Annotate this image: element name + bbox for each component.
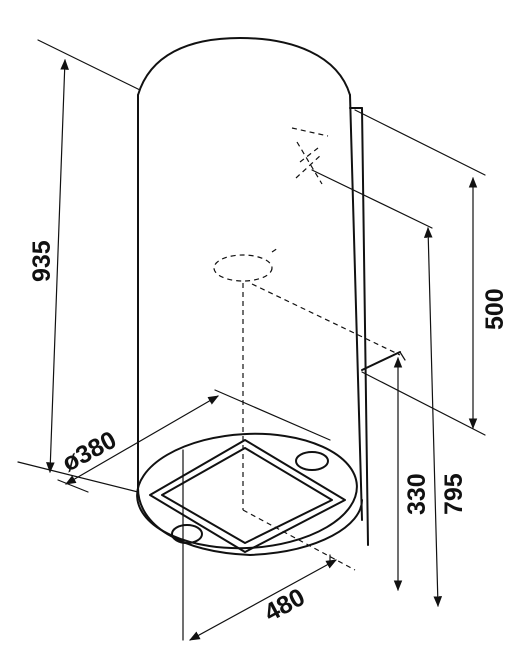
dim-line-795 bbox=[423, 226, 443, 608]
dim-label-500: 500 bbox=[481, 288, 509, 330]
dim-label-480: 480 bbox=[260, 583, 310, 627]
extension-lines bbox=[17, 39, 486, 641]
dim-line-935 bbox=[46, 58, 69, 474]
wall-bracket bbox=[349, 107, 401, 546]
cylinder-body bbox=[137, 37, 363, 521]
filter-panel bbox=[149, 439, 346, 553]
dim-label-380: ø380 bbox=[58, 426, 121, 477]
dim-label-330: 330 bbox=[403, 473, 431, 515]
dim-line-380 bbox=[65, 395, 219, 485]
dimension-lines bbox=[46, 58, 478, 641]
dim-label-795: 795 bbox=[440, 473, 468, 515]
dim-label-935: 935 bbox=[28, 240, 56, 282]
hidden-internals bbox=[213, 127, 401, 571]
dim-line-480 bbox=[189, 559, 337, 641]
light-right-icon bbox=[295, 451, 329, 471]
light-left-icon bbox=[171, 524, 203, 544]
bottom-disc bbox=[136, 432, 363, 556]
